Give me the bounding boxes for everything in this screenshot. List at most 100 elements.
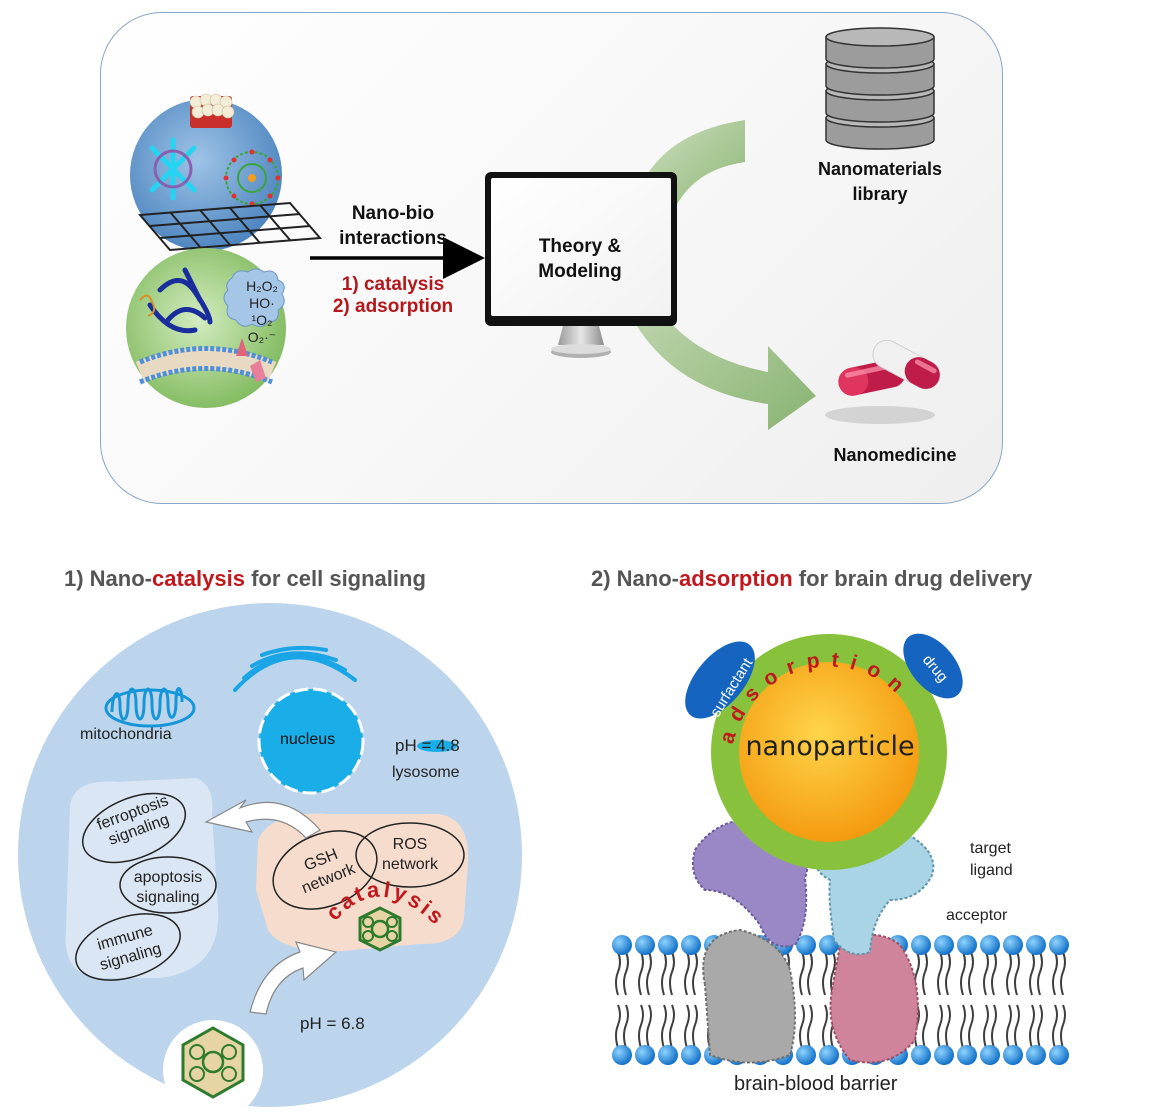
brain-blood-barrier-label: brain-blood barrier	[734, 1073, 898, 1095]
lipid-tail	[1014, 951, 1020, 996]
lipid-head	[1026, 935, 1046, 955]
white-arrow-left	[204, 799, 321, 839]
crystal-lattice-icon	[189, 93, 235, 128]
lipid-tail	[991, 951, 997, 996]
lipid-tail	[623, 951, 629, 996]
drug-molecule	[903, 633, 963, 699]
surfactant-molecule	[685, 641, 755, 719]
lipid-tail	[615, 1004, 621, 1049]
lipid-tail	[822, 951, 828, 996]
superoxide-label: O₂·⁻	[247, 329, 277, 345]
lipid-head	[796, 935, 816, 955]
lipid-tail	[968, 951, 974, 996]
lipid-head	[957, 935, 977, 955]
lipid-head	[980, 935, 1000, 955]
catalysis-section-heading: 1) Nano-catalysis for cell signaling	[64, 566, 426, 591]
green-arc-arrow-down	[610, 252, 816, 430]
ros-species-label: H₂O₂ HO· ¹O₂ O₂·⁻	[237, 278, 287, 346]
lipid-tail	[799, 951, 805, 996]
lipid-tail	[1029, 951, 1035, 996]
acceptor-label: acceptor	[946, 907, 1008, 924]
nanomaterials-library-label: Nanomaterials library	[817, 159, 943, 204]
receptor-protein-pink	[829, 934, 919, 1064]
lipid-tail	[807, 1004, 813, 1049]
lipid-tail	[922, 951, 928, 996]
lipid-head	[658, 1045, 678, 1065]
lipid-tail	[1052, 951, 1058, 996]
database-icon	[825, 27, 935, 150]
lipid-head	[1003, 1045, 1023, 1065]
lipid-head	[681, 935, 701, 955]
target-ligand-label: target ligand	[970, 840, 1013, 879]
cell-ph-label: pH = 6.8	[300, 1014, 365, 1033]
lipid-tail	[960, 951, 966, 996]
apoptosis-label: apoptosis signaling	[133, 869, 203, 906]
lipid-tail	[1037, 951, 1043, 996]
signaling-region	[65, 778, 219, 978]
lipid-tail	[1006, 1004, 1012, 1049]
lipid-tail	[991, 1004, 997, 1049]
lipid-head	[1026, 1045, 1046, 1065]
lipid-tail	[1060, 951, 1066, 996]
lipid-head	[635, 1045, 655, 1065]
singlet-oxygen-label: ¹O₂	[251, 312, 273, 328]
top-graphics	[126, 27, 941, 430]
nucleus-label: nucleus	[280, 731, 336, 748]
lipid-head	[957, 1045, 977, 1065]
lipid-head	[635, 935, 655, 955]
lipid-tail	[684, 951, 690, 996]
lipid-tail	[807, 951, 813, 996]
lipid-head	[980, 1045, 1000, 1065]
lysosome-label: lysosome	[392, 764, 460, 781]
nanomedicine-label: Nanomedicine	[833, 445, 957, 465]
lipid-tail	[684, 1004, 690, 1049]
lipid-head	[612, 935, 632, 955]
lipid-tail	[692, 951, 698, 996]
ros-network-label: ROS network	[381, 836, 439, 873]
adsorption-list-item: 2) adsorption	[332, 296, 454, 317]
bbb-diagram: surfactant drug adsorption	[612, 633, 1069, 1065]
lipid-tail	[968, 1004, 974, 1049]
lipid-tail	[922, 1004, 928, 1049]
cell-diagram: catalysis	[18, 603, 522, 1118]
capsule-icon	[825, 339, 941, 424]
gsh-oval	[272, 830, 378, 910]
lipid-tail	[669, 1004, 675, 1049]
lipid-head	[1049, 1045, 1069, 1065]
lipid-tail	[646, 951, 652, 996]
lysosome-icon	[417, 740, 457, 752]
catalysis-list-item: 1) catalysis	[341, 274, 445, 295]
lipid-tail	[615, 951, 621, 996]
ros-cloud	[223, 268, 285, 328]
lipid-tail	[945, 951, 951, 996]
lipid-tail	[945, 1004, 951, 1049]
lipid-tail	[661, 1004, 667, 1049]
lipid-tail	[1029, 1004, 1035, 1049]
lipid-tail	[646, 1004, 652, 1049]
lipid-tail	[799, 1004, 805, 1049]
ferroptosis-oval	[81, 792, 187, 864]
lipid-head	[1003, 935, 1023, 955]
mitochondria-icon	[104, 687, 196, 728]
immune-oval	[75, 913, 181, 981]
nanoparticle-label: nanoparticle	[745, 731, 915, 762]
receptor-protein-gray	[702, 928, 796, 1064]
nanomaterials-sphere	[130, 93, 323, 252]
lipid-tail	[623, 1004, 629, 1049]
lipid-tail	[669, 951, 675, 996]
graphene-sheet-icon	[137, 201, 323, 252]
lipid-head	[681, 1045, 701, 1065]
lipid-tail	[830, 951, 836, 996]
lipid-tail	[1037, 1004, 1043, 1049]
lipid-head	[911, 935, 931, 955]
adsorption-section-heading: 2) Nano-adsorption for brain drug delive…	[591, 566, 1033, 591]
lipid-tail	[638, 1004, 644, 1049]
theory-modeling-label: Theory & Modeling	[538, 236, 622, 282]
lipid-head	[934, 1045, 954, 1065]
lipid-tail	[692, 1004, 698, 1049]
lipid-tail	[983, 1004, 989, 1049]
lipid-head	[911, 1045, 931, 1065]
lipid-head	[796, 1045, 816, 1065]
mitochondria-label: mitochondria	[80, 726, 172, 743]
lipid-tail	[1060, 1004, 1066, 1049]
